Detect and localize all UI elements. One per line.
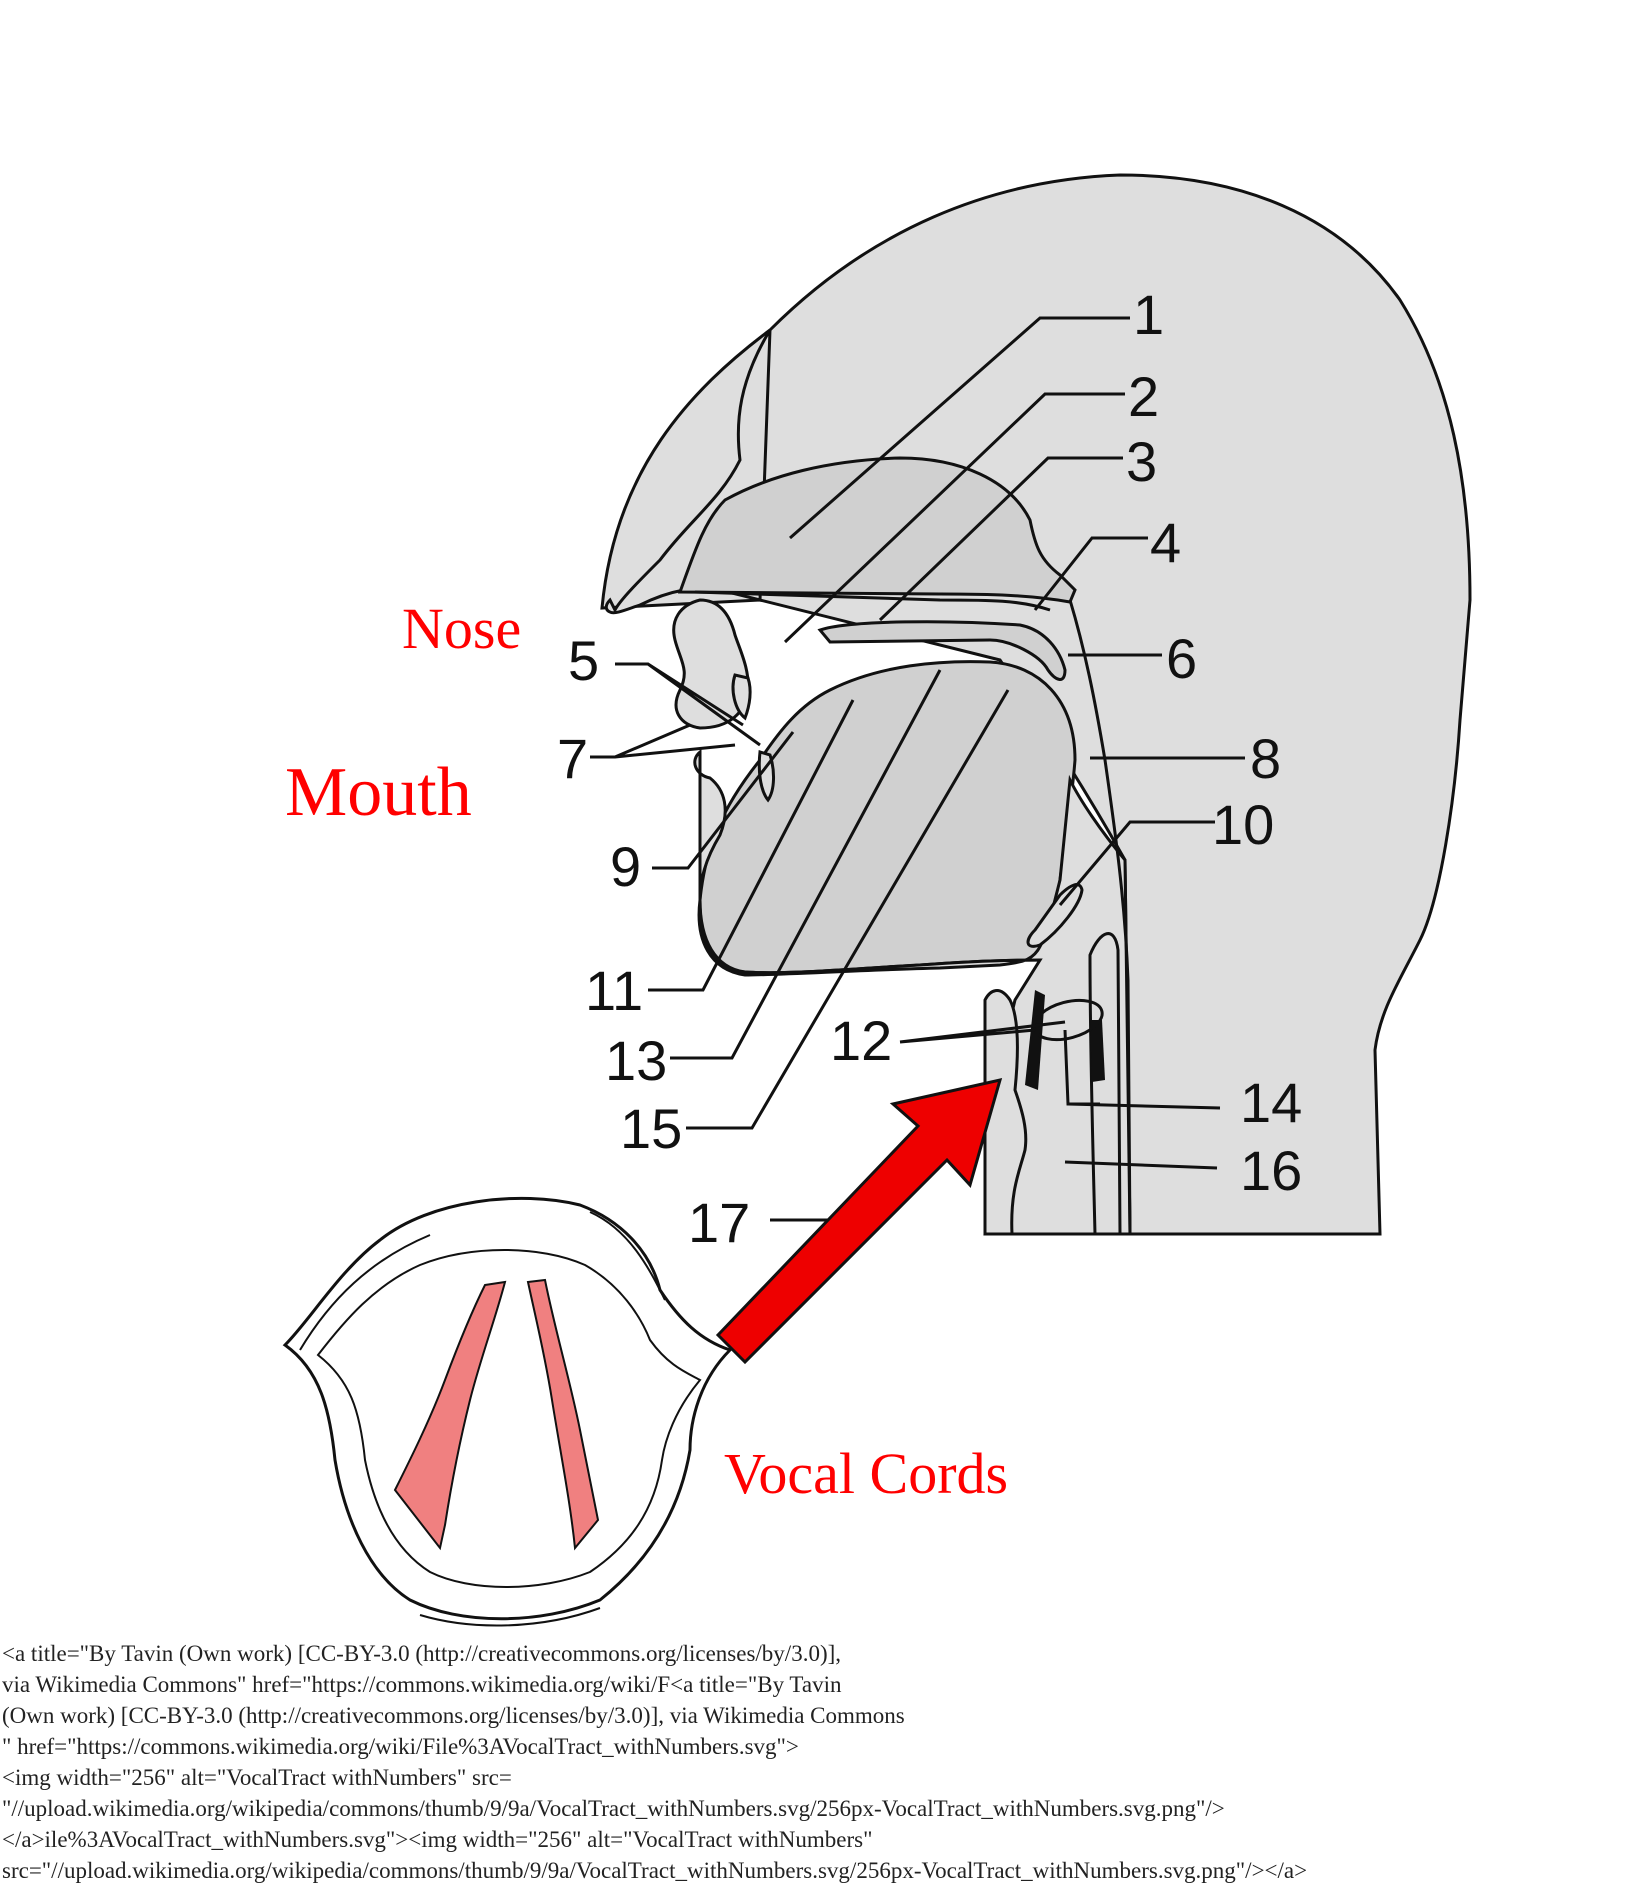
label-6: 6 bbox=[1166, 627, 1197, 690]
larynx-rim-line bbox=[299, 1211, 666, 1627]
leader-10 bbox=[1058, 820, 1215, 906]
label-9: 9 bbox=[610, 835, 641, 898]
label-mouth: Mouth bbox=[285, 754, 472, 831]
label-13: 13 bbox=[605, 1029, 667, 1092]
label-17: 17 bbox=[688, 1191, 750, 1254]
label-3: 3 bbox=[1126, 430, 1157, 493]
label-2: 2 bbox=[1128, 365, 1159, 428]
leader-1 bbox=[789, 316, 1130, 540]
label-15: 15 bbox=[620, 1097, 682, 1160]
attribution-caption: <a title="By Tavin (Own work) [CC-BY-3.0… bbox=[2, 1641, 1308, 1883]
leader-15 bbox=[686, 689, 1010, 1130]
label-16: 16 bbox=[1240, 1139, 1302, 1202]
pharynx-wall bbox=[1068, 599, 1132, 1235]
label-12: 12 bbox=[830, 1009, 892, 1072]
nasal-cavity bbox=[677, 456, 1077, 604]
vocal-cords-inset bbox=[282, 1196, 733, 1627]
label-4: 4 bbox=[1150, 511, 1181, 574]
epiglottis bbox=[1026, 883, 1084, 948]
soft-palate bbox=[817, 620, 1067, 681]
leader-5 bbox=[615, 662, 761, 747]
vocal-fold-back bbox=[1090, 1020, 1105, 1082]
label-5: 5 bbox=[568, 629, 599, 692]
right-vocal-fold bbox=[526, 1278, 600, 1551]
upper-teeth bbox=[731, 673, 752, 721]
leader-7 bbox=[590, 723, 736, 759]
label-nose: Nose bbox=[402, 596, 521, 661]
label-7: 7 bbox=[557, 727, 588, 790]
leader-9 bbox=[652, 731, 795, 870]
label-vocal-cords: Vocal Cords bbox=[724, 1441, 1008, 1506]
label-10: 10 bbox=[1212, 793, 1274, 856]
leader-13 bbox=[670, 669, 942, 1060]
leader-2 bbox=[783, 392, 1125, 644]
leader-3 bbox=[878, 456, 1123, 622]
larynx-outer-ring bbox=[282, 1196, 733, 1621]
leader-4 bbox=[1033, 536, 1148, 611]
tongue bbox=[698, 660, 1077, 975]
label-11: 11 bbox=[585, 959, 643, 1022]
leader-16 bbox=[1064, 1160, 1218, 1170]
leader-14 bbox=[1067, 1102, 1221, 1110]
esophagus bbox=[1088, 932, 1122, 1236]
larynx bbox=[983, 989, 1028, 1236]
leader-12 bbox=[899, 1020, 1066, 1044]
label-14: 14 bbox=[1240, 1071, 1302, 1134]
label-8: 8 bbox=[1250, 727, 1281, 790]
left-vocal-fold bbox=[393, 1280, 507, 1551]
leader-11 bbox=[648, 699, 855, 992]
pointer-arrow bbox=[715, 1077, 1003, 1365]
larynx-inner-ring bbox=[316, 1249, 702, 1588]
label-1: 1 bbox=[1133, 283, 1164, 346]
